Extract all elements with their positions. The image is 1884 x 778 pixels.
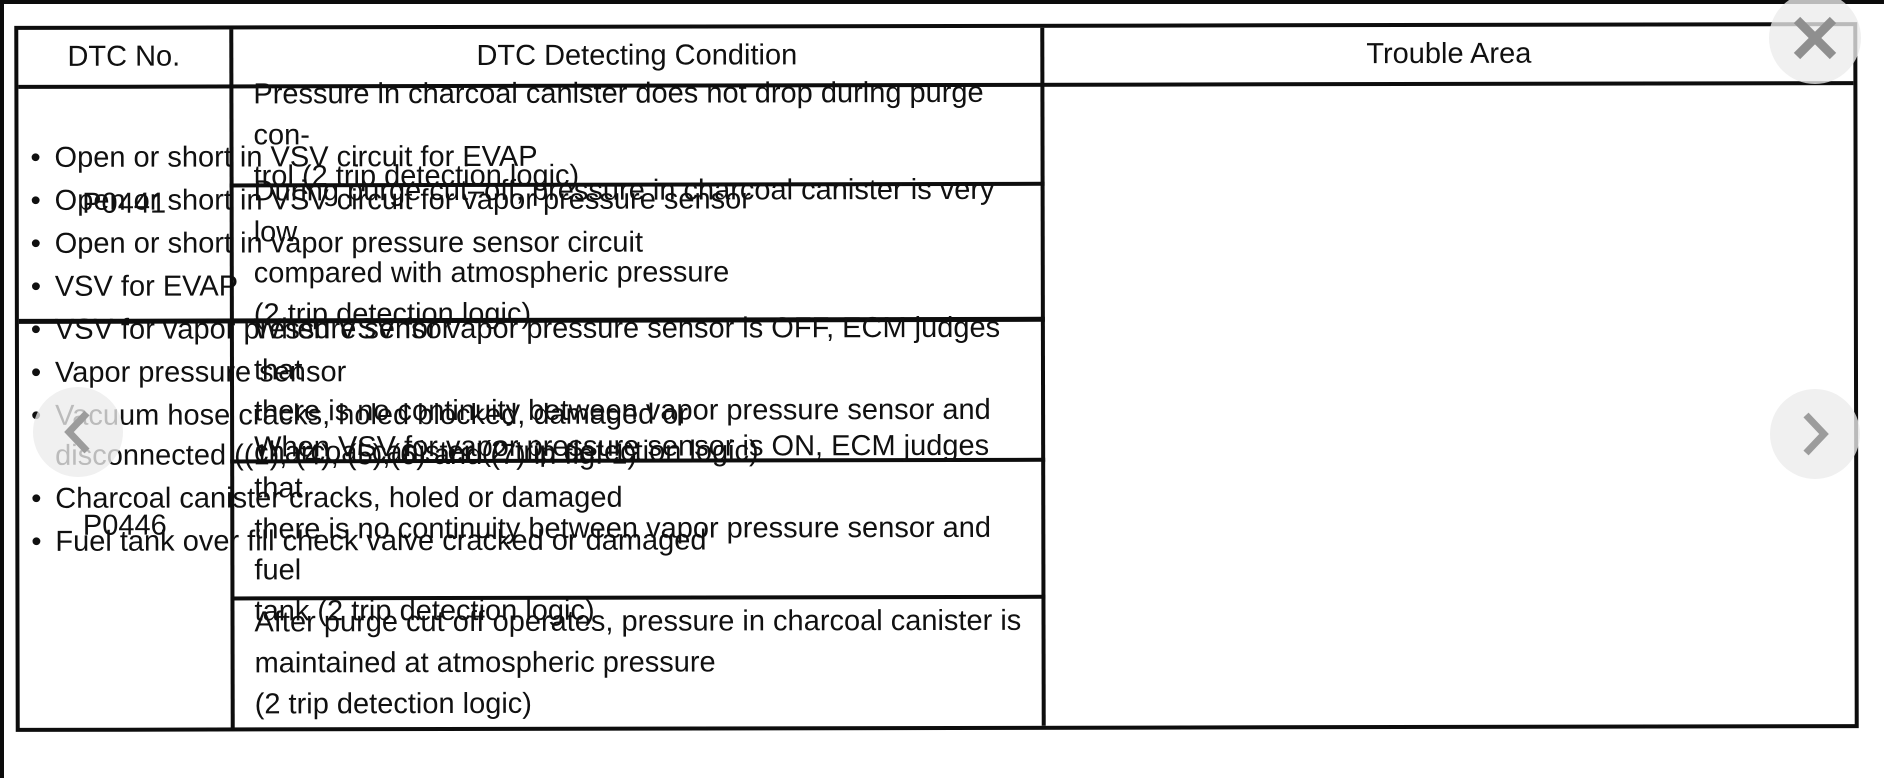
column-header-trouble-area: Trouble Area <box>1366 37 1532 71</box>
dtc-condition-cell: When VSV for vapor pressure sensor is ON… <box>254 429 992 628</box>
scan-frame-top <box>0 0 1884 4</box>
dtc-condition-cell: After purge cut off operates, pressure i… <box>254 604 1022 721</box>
chevron-left-icon <box>64 410 90 454</box>
close-icon <box>1793 16 1837 60</box>
dtc-number-p0441: P0441 <box>82 187 167 220</box>
prev-button[interactable] <box>33 387 123 477</box>
next-button[interactable] <box>1770 389 1860 479</box>
dtc-condition-cell: During purge cut–off, pressure in charco… <box>253 173 995 330</box>
scan-frame-left <box>0 0 4 778</box>
column-header-dtc-no: DTC No. <box>67 40 181 73</box>
close-button[interactable] <box>1769 0 1861 84</box>
chevron-right-icon <box>1803 412 1829 456</box>
dtc-table: DTC No. DTC Detecting Condition Trouble … <box>14 22 1859 732</box>
dtc-number-p0446: P0446 <box>82 509 167 542</box>
